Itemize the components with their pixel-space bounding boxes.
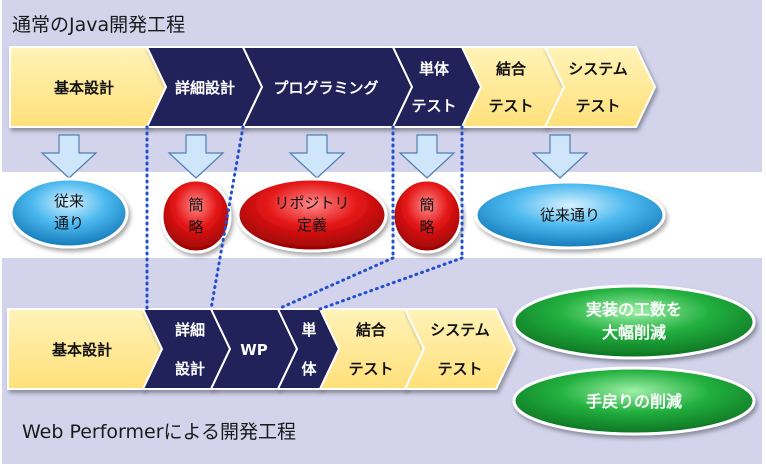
- java-step-unit-test-label: 単体: [419, 60, 450, 78]
- java-step-detail-design-label: 詳細設計: [175, 79, 235, 97]
- top-title: 通常のJava開発工程: [12, 14, 186, 36]
- effect-oval-repository-label: リポジトリ: [274, 194, 349, 212]
- effect-oval-conventional-1-label: 従来: [54, 192, 84, 210]
- benefit-oval-reduce-effort-label-2: 大幅削減: [602, 323, 666, 342]
- java-step-system-test-label: システム: [568, 60, 628, 78]
- effect-oval-simplified-1: 簡 略: [160, 178, 232, 254]
- benefit-oval-reduce-rework-label: 手戻りの削減: [586, 392, 682, 411]
- connector-line: [276, 256, 395, 311]
- wp-step-detail-design-label: 詳細: [175, 321, 205, 339]
- connector-line: [209, 125, 245, 311]
- wp-step-system-test-label-2: テスト: [437, 360, 482, 378]
- down-arrow-icon: [167, 134, 225, 179]
- java-step-basic-design-label: 基本設計: [53, 79, 114, 97]
- connector-line: [318, 256, 464, 311]
- down-arrow-icon: [288, 134, 346, 179]
- benefit-oval-reduce-effort-label: 実装の工数を: [586, 300, 682, 319]
- java-step-system-test: システム テスト: [543, 46, 657, 128]
- effect-oval-simplified-2: 簡 略: [391, 178, 463, 254]
- effect-oval-simplified-1-label: 簡: [188, 196, 203, 214]
- wp-step-integration-test-label-2: テスト: [348, 360, 393, 378]
- wp-step-integration-test: 結合 テスト: [318, 308, 426, 390]
- java-step-unit-test: 単体 テスト: [391, 46, 483, 128]
- down-arrow-icon: [40, 134, 98, 179]
- wp-step-system-test-label: システム: [430, 321, 490, 339]
- wp-step-detail-design-label-2: 設計: [175, 360, 205, 378]
- java-step-system-test-label-2: テスト: [575, 97, 620, 115]
- benefit-ovals: 実装の工数を 大幅削減 手戻りの削減: [512, 284, 756, 436]
- dotted-connectors: [145, 125, 464, 311]
- effect-oval-conventional-1-label-2: 通り: [54, 214, 84, 232]
- wp-process-chain: 基本設計 詳細 設計 WP 単 体 結合 テスト システム テスト: [7, 308, 517, 390]
- wp-step-basic-design: 基本設計: [7, 308, 164, 390]
- effect-oval-conventional-1: 従来 通り: [9, 177, 129, 249]
- java-step-unit-test-label-2: テスト: [411, 97, 456, 115]
- wp-step-wp-label: WP: [240, 341, 268, 359]
- effect-oval-simplified-2-label: 簡: [419, 196, 434, 214]
- down-arrows: [40, 134, 589, 179]
- effect-oval-simplified-2-label-2: 略: [419, 218, 434, 236]
- java-step-integration-test-label: 結合: [496, 60, 527, 78]
- java-step-programming: プログラミング: [241, 46, 414, 128]
- effect-oval-repository-label-2: 定義: [297, 216, 327, 234]
- effect-oval-conventional-2-label: 従来通り: [540, 206, 600, 224]
- effect-oval-simplified-1-label-2: 略: [188, 218, 203, 236]
- benefit-oval-reduce-effort: 実装の工数を 大幅削減: [512, 284, 756, 360]
- wp-step-unit-label: 単: [301, 321, 316, 339]
- effect-ovals: 従来 通り 簡 略 リポジトリ 定義 簡 略 従来通り: [9, 177, 666, 254]
- bottom-title: Web Performerによる開発工程: [22, 421, 296, 443]
- benefit-oval-reduce-rework: 手戻りの削減: [512, 366, 756, 436]
- wp-step-unit-label-2: 体: [301, 360, 317, 378]
- down-arrow-icon: [531, 134, 589, 179]
- java-step-basic-design: 基本設計: [9, 46, 168, 128]
- wp-step-basic-design-label: 基本設計: [51, 341, 112, 359]
- java-process-chain: 基本設計 詳細設計 プログラミング 単体 テスト 結合 テスト システム テスト: [9, 46, 657, 128]
- java-step-programming-label: プログラミング: [273, 79, 378, 97]
- wp-step-integration-test-label: 結合: [356, 321, 387, 339]
- down-arrow-icon: [398, 134, 456, 179]
- effect-oval-repository: リポジトリ 定義: [236, 177, 388, 253]
- java-step-integration-test-label-2: テスト: [488, 97, 533, 115]
- wp-step-system-test: システム テスト: [403, 308, 517, 390]
- effect-oval-conventional-2: 従来通り: [474, 180, 666, 250]
